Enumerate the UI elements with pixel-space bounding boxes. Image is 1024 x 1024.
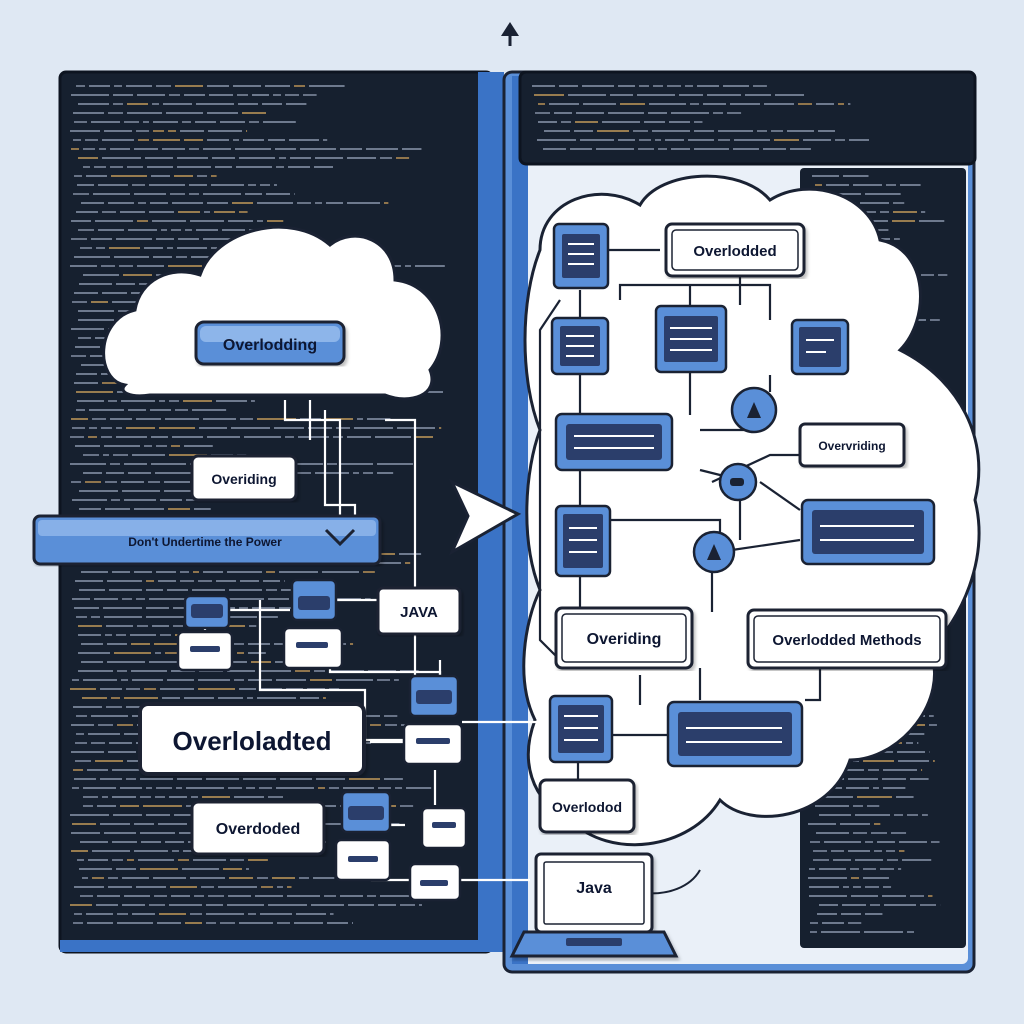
left-node-group [176,578,468,902]
right-node-group [548,222,936,768]
arrow-right-icon [448,478,522,556]
right-top-label: Overlodded [693,243,776,260]
right-overiding-box: Overiding [554,606,694,670]
play-icon [718,462,758,502]
right-overiding-label: Overiding [587,631,662,648]
overloaded-small-box: Overdoded [190,800,326,856]
list-icon [554,504,612,578]
wide-bar-node [666,700,804,768]
right-bottom-label: Overlodod [552,799,622,815]
overloaded-big-label: Overloladted [173,726,332,756]
right-top-box: Overlodded [664,222,806,278]
chevron-down-icon [324,528,356,547]
overriding-left-label: Overiding [211,471,276,487]
overloaded-big-box: Overloladted [138,702,366,776]
laptop-label: Java [576,880,612,897]
java-tag: JAVA [376,586,462,636]
play-icon [730,386,778,434]
list-icon [654,304,728,374]
banner: Don't Undertime the Power [32,514,382,566]
list-icon [548,694,614,764]
arrow-up-icon [501,22,519,46]
cloud-left-label: Overlodding [223,337,317,354]
play-icon [692,530,736,574]
wide-bar-node [800,498,936,566]
right-methods-label: Overlodded Methods [772,632,921,649]
list-icon [550,316,610,376]
right-methods-box: Overlodded Methods [746,608,948,670]
right-overriding-box: Overvriding [798,422,906,468]
list-icon [790,318,850,376]
laptop-icon: Java [509,852,679,958]
left-cloud [102,225,444,401]
list-icon [552,222,610,290]
cloud-left-label-box: Overlodding [194,320,346,366]
right-overriding-label: Overvriding [818,439,885,453]
overloaded-small-label: Overdoded [216,821,300,838]
right-bottom-box: Overlodod [538,778,636,834]
banner-text: Don't Undertime the Power [128,535,282,549]
wide-bar-node [554,412,674,472]
overriding-left-box: Overiding [190,454,298,502]
java-tag-label: JAVA [400,604,438,621]
